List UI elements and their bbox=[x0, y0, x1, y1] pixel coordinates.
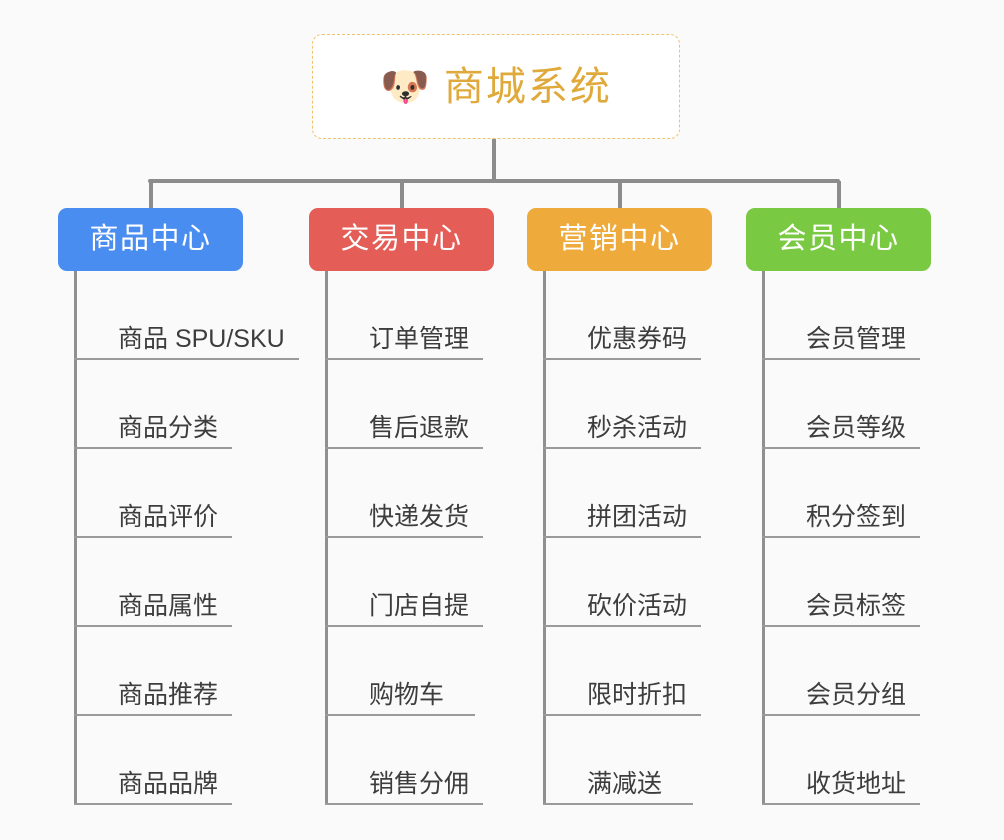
leaf-item-label: 商品推荐 bbox=[118, 681, 219, 709]
leaf-item[interactable]: 售后退款 bbox=[325, 360, 484, 449]
leaf-item[interactable]: 销售分佣 bbox=[325, 716, 484, 805]
leaf-item-underline bbox=[543, 358, 702, 360]
leaf-item[interactable]: 商品推荐 bbox=[74, 627, 233, 716]
branch-spine bbox=[543, 271, 546, 805]
connector-drop-1 bbox=[148, 181, 153, 209]
leaf-item-label: 购物车 bbox=[369, 681, 445, 709]
category-label: 商品中心 bbox=[89, 223, 212, 255]
dog-face-icon: 🐶 bbox=[380, 64, 430, 109]
leaf-item-label: 商品分类 bbox=[118, 414, 219, 442]
leaf-item-underline bbox=[762, 536, 921, 538]
leaf-item[interactable]: 会员管理 bbox=[762, 271, 921, 360]
leaf-item-underline bbox=[325, 358, 484, 360]
category-box-1[interactable]: 商品中心 bbox=[58, 208, 243, 271]
leaf-item-underline bbox=[762, 447, 921, 449]
connector-drop-3 bbox=[617, 181, 622, 209]
leaf-item[interactable]: 门店自提 bbox=[325, 538, 484, 627]
leaf-item-underline bbox=[543, 625, 702, 627]
leaf-item[interactable]: 商品品牌 bbox=[74, 716, 233, 805]
leaf-item[interactable]: 优惠券码 bbox=[543, 271, 702, 360]
branch-spine bbox=[325, 271, 328, 805]
leaf-item-underline bbox=[762, 803, 921, 805]
leaf-item[interactable]: 商品 SPU/SKU bbox=[74, 271, 299, 360]
leaf-item-label: 商品属性 bbox=[118, 592, 219, 620]
branch-spine bbox=[762, 271, 765, 805]
leaf-item[interactable]: 商品评价 bbox=[74, 449, 233, 538]
connector-stem bbox=[492, 139, 496, 181]
category-box-3[interactable]: 营销中心 bbox=[527, 208, 712, 271]
leaf-item-underline bbox=[543, 803, 693, 805]
leaf-item[interactable]: 订单管理 bbox=[325, 271, 484, 360]
leaf-item-label: 门店自提 bbox=[369, 592, 470, 620]
category-box-4[interactable]: 会员中心 bbox=[746, 208, 931, 271]
leaf-item[interactable]: 拼团活动 bbox=[543, 449, 702, 538]
leaf-item-label: 收货地址 bbox=[806, 770, 907, 798]
leaf-item-underline bbox=[543, 447, 702, 449]
leaf-item-underline bbox=[762, 625, 921, 627]
leaf-item-label: 会员标签 bbox=[806, 592, 907, 620]
connector-bus bbox=[148, 179, 840, 183]
leaf-item-label: 会员管理 bbox=[806, 325, 907, 353]
leaf-item[interactable]: 收货地址 bbox=[762, 716, 921, 805]
leaf-item-label: 优惠券码 bbox=[587, 325, 688, 353]
leaf-item-underline bbox=[325, 803, 484, 805]
leaf-item-label: 订单管理 bbox=[369, 325, 470, 353]
leaf-item[interactable]: 积分签到 bbox=[762, 449, 921, 538]
leaf-item[interactable]: 秒杀活动 bbox=[543, 360, 702, 449]
leaf-item[interactable]: 满减送 bbox=[543, 716, 693, 805]
leaf-item-underline bbox=[762, 714, 921, 716]
leaf-item-label: 满减送 bbox=[587, 770, 663, 798]
leaf-item-underline bbox=[762, 358, 921, 360]
leaf-item-underline bbox=[325, 447, 484, 449]
branch-spine bbox=[74, 271, 77, 805]
leaf-item[interactable]: 购物车 bbox=[325, 627, 475, 716]
leaf-item-label: 商品品牌 bbox=[118, 770, 219, 798]
leaf-item[interactable]: 商品属性 bbox=[74, 538, 233, 627]
leaf-item-label: 快递发货 bbox=[369, 503, 470, 531]
leaf-item-underline bbox=[543, 536, 702, 538]
leaf-item[interactable]: 砍价活动 bbox=[543, 538, 702, 627]
category-label: 交易中心 bbox=[340, 223, 463, 255]
category-box-2[interactable]: 交易中心 bbox=[309, 208, 494, 271]
connector-drop-2 bbox=[399, 181, 404, 209]
leaf-item-label: 限时折扣 bbox=[587, 681, 688, 709]
leaf-item[interactable]: 会员分组 bbox=[762, 627, 921, 716]
leaf-item-underline bbox=[74, 358, 299, 360]
leaf-item[interactable]: 商品分类 bbox=[74, 360, 233, 449]
leaf-item-label: 售后退款 bbox=[369, 414, 470, 442]
leaf-item-label: 积分签到 bbox=[806, 503, 907, 531]
category-label: 会员中心 bbox=[777, 223, 900, 255]
root-node[interactable]: 🐶 商城系统 bbox=[312, 34, 680, 139]
leaf-item-label: 会员分组 bbox=[806, 681, 907, 709]
leaf-item[interactable]: 会员等级 bbox=[762, 360, 921, 449]
leaf-item-underline bbox=[74, 714, 233, 716]
category-label: 营销中心 bbox=[558, 223, 681, 255]
leaf-item[interactable]: 快递发货 bbox=[325, 449, 484, 538]
leaf-item-label: 会员等级 bbox=[806, 414, 907, 442]
leaf-item-underline bbox=[325, 536, 484, 538]
leaf-item-underline bbox=[543, 714, 702, 716]
root-title: 商城系统 bbox=[443, 64, 612, 109]
leaf-item-underline bbox=[325, 625, 484, 627]
leaf-item-label: 商品评价 bbox=[118, 503, 219, 531]
leaf-item-underline bbox=[74, 803, 233, 805]
leaf-item-underline bbox=[325, 714, 475, 716]
connector-drop-4 bbox=[836, 181, 841, 209]
leaf-item-label: 砍价活动 bbox=[587, 592, 688, 620]
leaf-item-label: 秒杀活动 bbox=[587, 414, 688, 442]
leaf-item-underline bbox=[74, 536, 233, 538]
leaf-item-label: 销售分佣 bbox=[369, 770, 470, 798]
leaf-item-label: 拼团活动 bbox=[587, 503, 688, 531]
leaf-item-underline bbox=[74, 625, 233, 627]
leaf-item[interactable]: 限时折扣 bbox=[543, 627, 702, 716]
leaf-item-label: 商品 SPU/SKU bbox=[118, 325, 285, 353]
leaf-item[interactable]: 会员标签 bbox=[762, 538, 921, 627]
leaf-item-underline bbox=[74, 447, 233, 449]
